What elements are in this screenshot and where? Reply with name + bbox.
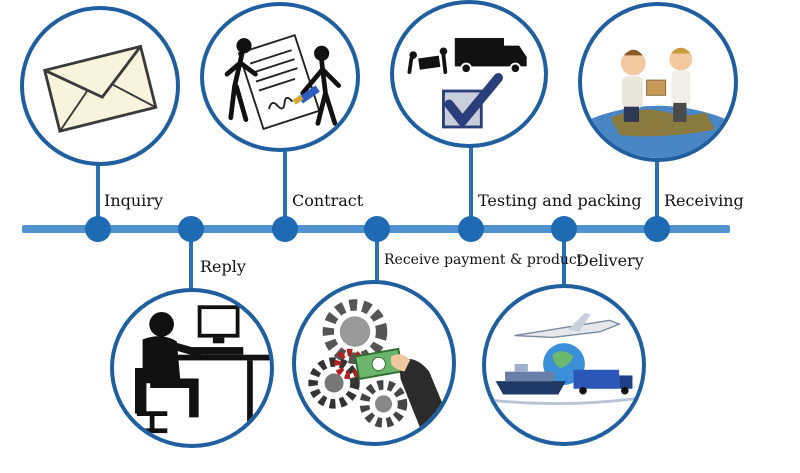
stem-inquiry <box>96 165 100 225</box>
truck-loading-checkmark-icon <box>407 38 527 129</box>
label-reply: Reply <box>200 257 246 276</box>
circle-receive-payment <box>292 280 456 446</box>
label-delivery: Delivery <box>576 251 644 270</box>
envelope-icon <box>42 44 158 133</box>
node-contract <box>272 216 298 242</box>
circle-contract <box>200 2 360 152</box>
node-receiving <box>644 216 670 242</box>
signing-contract-icon <box>224 33 342 131</box>
node-inquiry <box>85 216 111 242</box>
stem-reply <box>189 233 193 293</box>
label-inquiry: Inquiry <box>104 191 163 210</box>
handshake-globe-icon <box>587 47 729 158</box>
circle-testing-packing <box>390 0 548 148</box>
circle-reply <box>110 288 274 448</box>
stem-delivery <box>562 233 566 288</box>
label-testing-packing: Testing and packing <box>478 191 642 210</box>
label-contract: Contract <box>292 191 364 210</box>
gears-and-money-icon <box>308 299 449 428</box>
node-receive-payment <box>364 216 390 242</box>
circle-inquiry <box>20 6 180 166</box>
label-receiving: Receiving <box>664 191 744 210</box>
node-delivery <box>551 216 577 242</box>
operator-at-computer-icon <box>135 305 270 434</box>
node-reply <box>178 216 204 242</box>
circle-delivery <box>482 284 646 446</box>
stem-testing <box>469 145 473 225</box>
stem-receiving <box>655 160 659 225</box>
label-receive-payment: Receive payment & product <box>384 252 583 268</box>
stem-receive-payment <box>375 233 379 288</box>
node-testing-packing <box>458 216 484 242</box>
plane-ship-truck-globe-icon <box>489 312 639 405</box>
circle-receiving <box>578 2 738 162</box>
stem-contract <box>283 145 287 225</box>
